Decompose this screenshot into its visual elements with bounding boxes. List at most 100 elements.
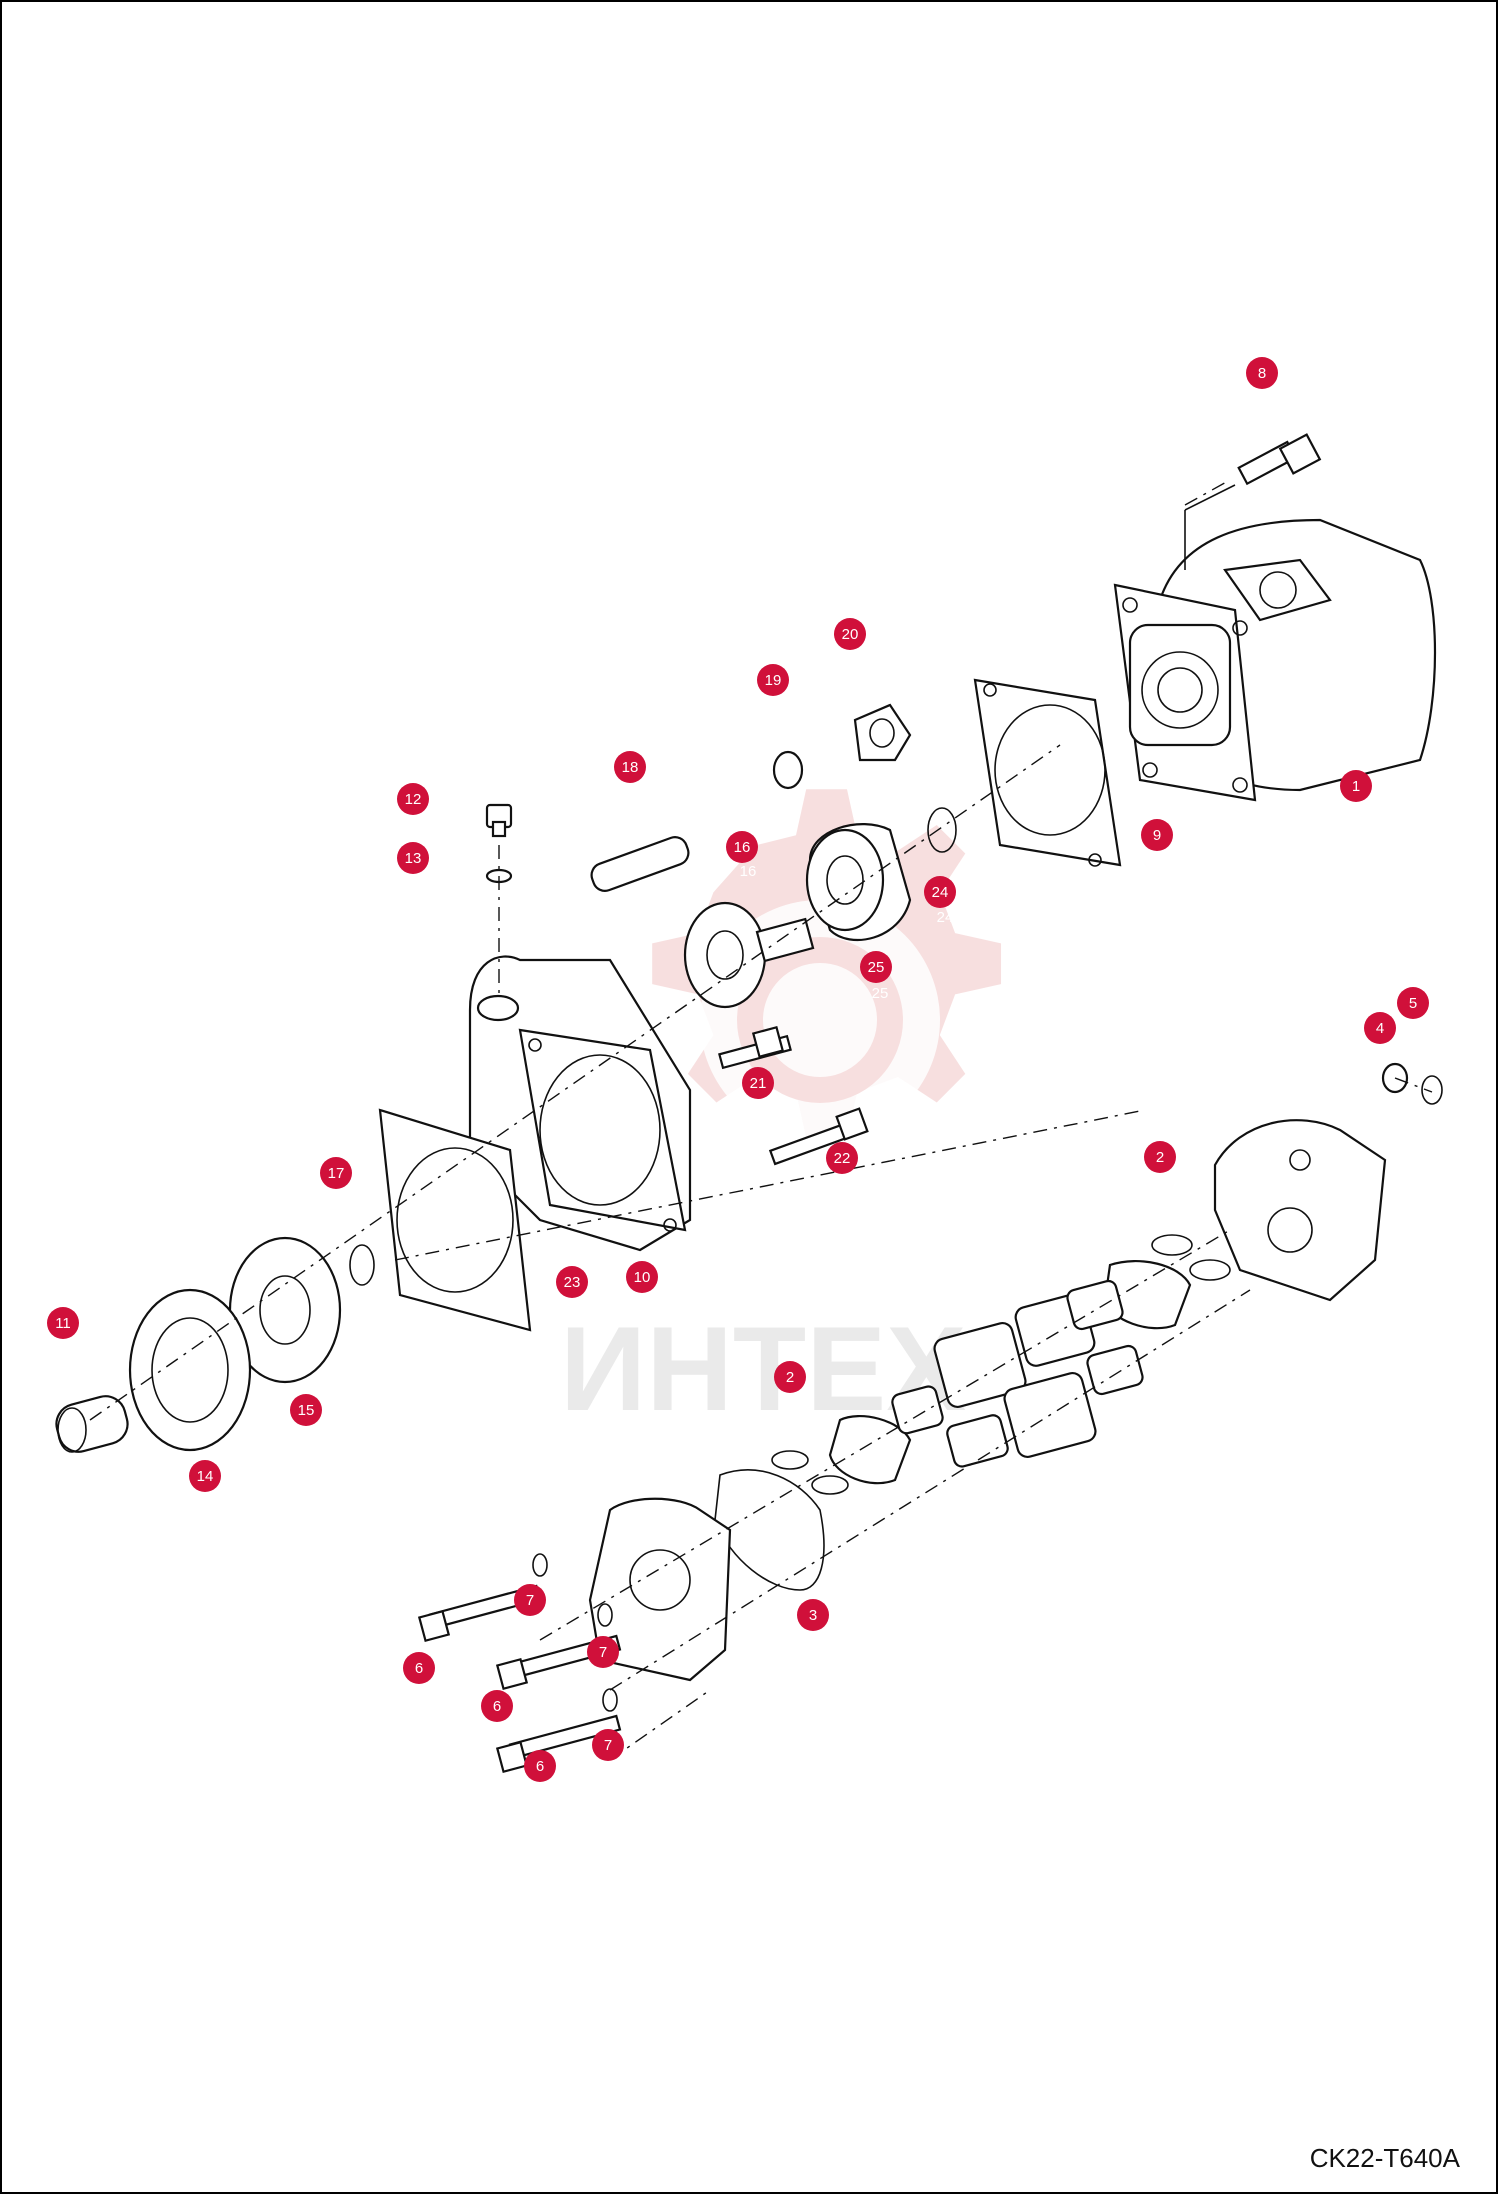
callout-badge-label: 7 [604,1737,612,1754]
part-number-label: 12 [412,813,429,830]
drawing-code: CK22-T640A [1309,2143,1460,2173]
bearing-block-lower [828,1385,944,1485]
callout-badge [587,1636,619,1668]
callout-badge-label: 17 [328,1165,345,1182]
callout-badge [726,831,758,863]
callout-badge-label: 25 [868,959,885,976]
part-number-label: 7 [602,1669,610,1686]
callout-badge [47,1307,79,1339]
part-number-label: 3 [814,1633,822,1650]
ring-part-5 [1421,1075,1443,1105]
callout-badge [757,664,789,696]
callout-badge [1246,357,1278,389]
callout-c6a: 66 [403,1652,435,1704]
bolt-part-6-lower [495,1714,622,1774]
bolt-part-22 [768,1107,869,1166]
washer-part-7-lower [602,1688,618,1712]
callout-badge [1144,1141,1176,1173]
part-number-label: 17 [334,1187,351,1204]
callout-c2b: 22 [774,1361,806,1410]
callout-c9: 99 [1141,819,1173,868]
callout-badge-label: 19 [765,672,782,689]
callout-badge-label: 6 [536,1758,544,1775]
callout-badge-label: 23 [564,1274,581,1291]
callout-badge-label: 8 [1258,365,1266,382]
o-ring-part-3 [714,1469,825,1591]
part-number-label: 24 [937,909,954,926]
watermark-inner-ring [737,937,903,1103]
stud-part-18 [590,836,690,892]
plug-part-12 [485,803,513,838]
bolt-part-8 [1237,433,1322,486]
part-number-label: 22 [837,1173,854,1190]
callout-badge-label: 5 [1409,995,1417,1012]
callout-badge-label: 1 [1352,778,1360,795]
callout-badge [1141,819,1173,851]
washer-part-19 [772,750,804,790]
callout-badge-label: 2 [786,1369,794,1386]
washer-part-7-upper [532,1553,548,1577]
callout-c2a: 22 [1144,1141,1176,1190]
gear-shaft-part-16 [683,901,815,1009]
part-number-label: 15 [306,1427,323,1444]
callout-badge-label: 6 [493,1698,501,1715]
callout-c8: 88 [1246,357,1278,406]
callout-badge [514,1584,546,1616]
callout-c1: 11 [1340,770,1372,819]
front-cover [588,1497,732,1682]
snap-ring-part-17 [349,1244,375,1286]
callout-badge-label: 3 [809,1607,817,1624]
part-number-label: 8 [1261,389,1269,406]
callout-badge [774,1361,806,1393]
callout-badge [834,618,866,650]
callout-badge-label: 16 [734,839,751,856]
bushing-part-11 [55,1395,129,1453]
seal-plate-part-14 [128,1288,252,1452]
part-number-label: 25 [872,985,889,1002]
callout-badge [1397,987,1429,1019]
callouts: 8820201919181812121313161611992424252544… [47,357,1429,1800]
callout-badge-label: 6 [415,1660,423,1677]
callout-c25: 25 25 [860,951,892,1002]
callout-badge-label: 20 [842,626,859,643]
callout-badge-label: 14 [197,1468,214,1485]
assembly-center-lines [89,479,1433,1761]
callout-c7a: 77 [514,1584,546,1636]
callout-badge [320,1157,352,1189]
callout-badge [524,1750,556,1782]
callout-badge-label: 13 [405,850,422,867]
part-number-label: 6 [540,1783,548,1800]
callout-c7c: 77 [592,1729,624,1778]
part-number-label: 2 [784,1393,792,1410]
callout-badge [826,1142,858,1174]
callout-badge-label: 2 [1156,1149,1164,1166]
callout-badge [1340,770,1372,802]
part-number-label: 7 [528,1619,536,1636]
callout-badge [397,842,429,874]
part-number-label: 2 [1158,1173,1166,1190]
callout-badge-label: 22 [834,1150,851,1167]
gear-housing-part-10 [468,955,692,1252]
part-number-label: 6 [498,1723,506,1740]
part-number-label: 18 [630,783,647,800]
part-number-label: 23 [567,1299,584,1316]
callout-badge [797,1599,829,1631]
part-number-label: 4 [1378,1044,1386,1061]
washer-part-7-middle [597,1603,613,1627]
callout-badge-label: 21 [750,1075,767,1092]
callout-c6c: 66 [524,1750,556,1800]
nut-part-20 [853,703,912,762]
callout-badge-label: 12 [405,791,422,808]
seal-part-2-lower [771,1450,849,1495]
callout-c4: 44 [1364,1012,1396,1061]
